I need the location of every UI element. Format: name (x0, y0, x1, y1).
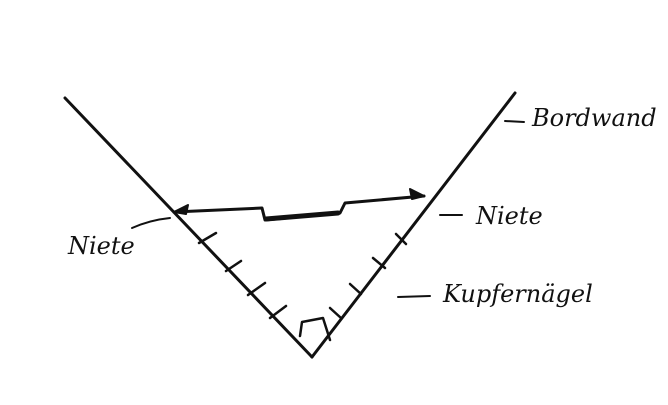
leader-bordwand (504, 120, 525, 123)
leader-niete-left (131, 217, 171, 229)
rivet-left-mark (173, 204, 189, 215)
copper-nail-ticks-left (197, 231, 288, 320)
label-niete-right: Niete (476, 202, 543, 230)
label-niete-left: Niete (68, 232, 135, 260)
cross-frame-thick (263, 210, 341, 222)
rivet-right-mark (409, 188, 425, 200)
label-kupfernaegel: Kupfernägel (443, 280, 593, 308)
copper-nail-ticks-right (328, 232, 408, 320)
hull-wall-right (310, 91, 517, 359)
hull-wall-left (63, 96, 314, 359)
leader-kupfernaegel (397, 295, 431, 298)
label-bordwand: Bordwand (532, 104, 657, 132)
keel-block (298, 316, 332, 342)
